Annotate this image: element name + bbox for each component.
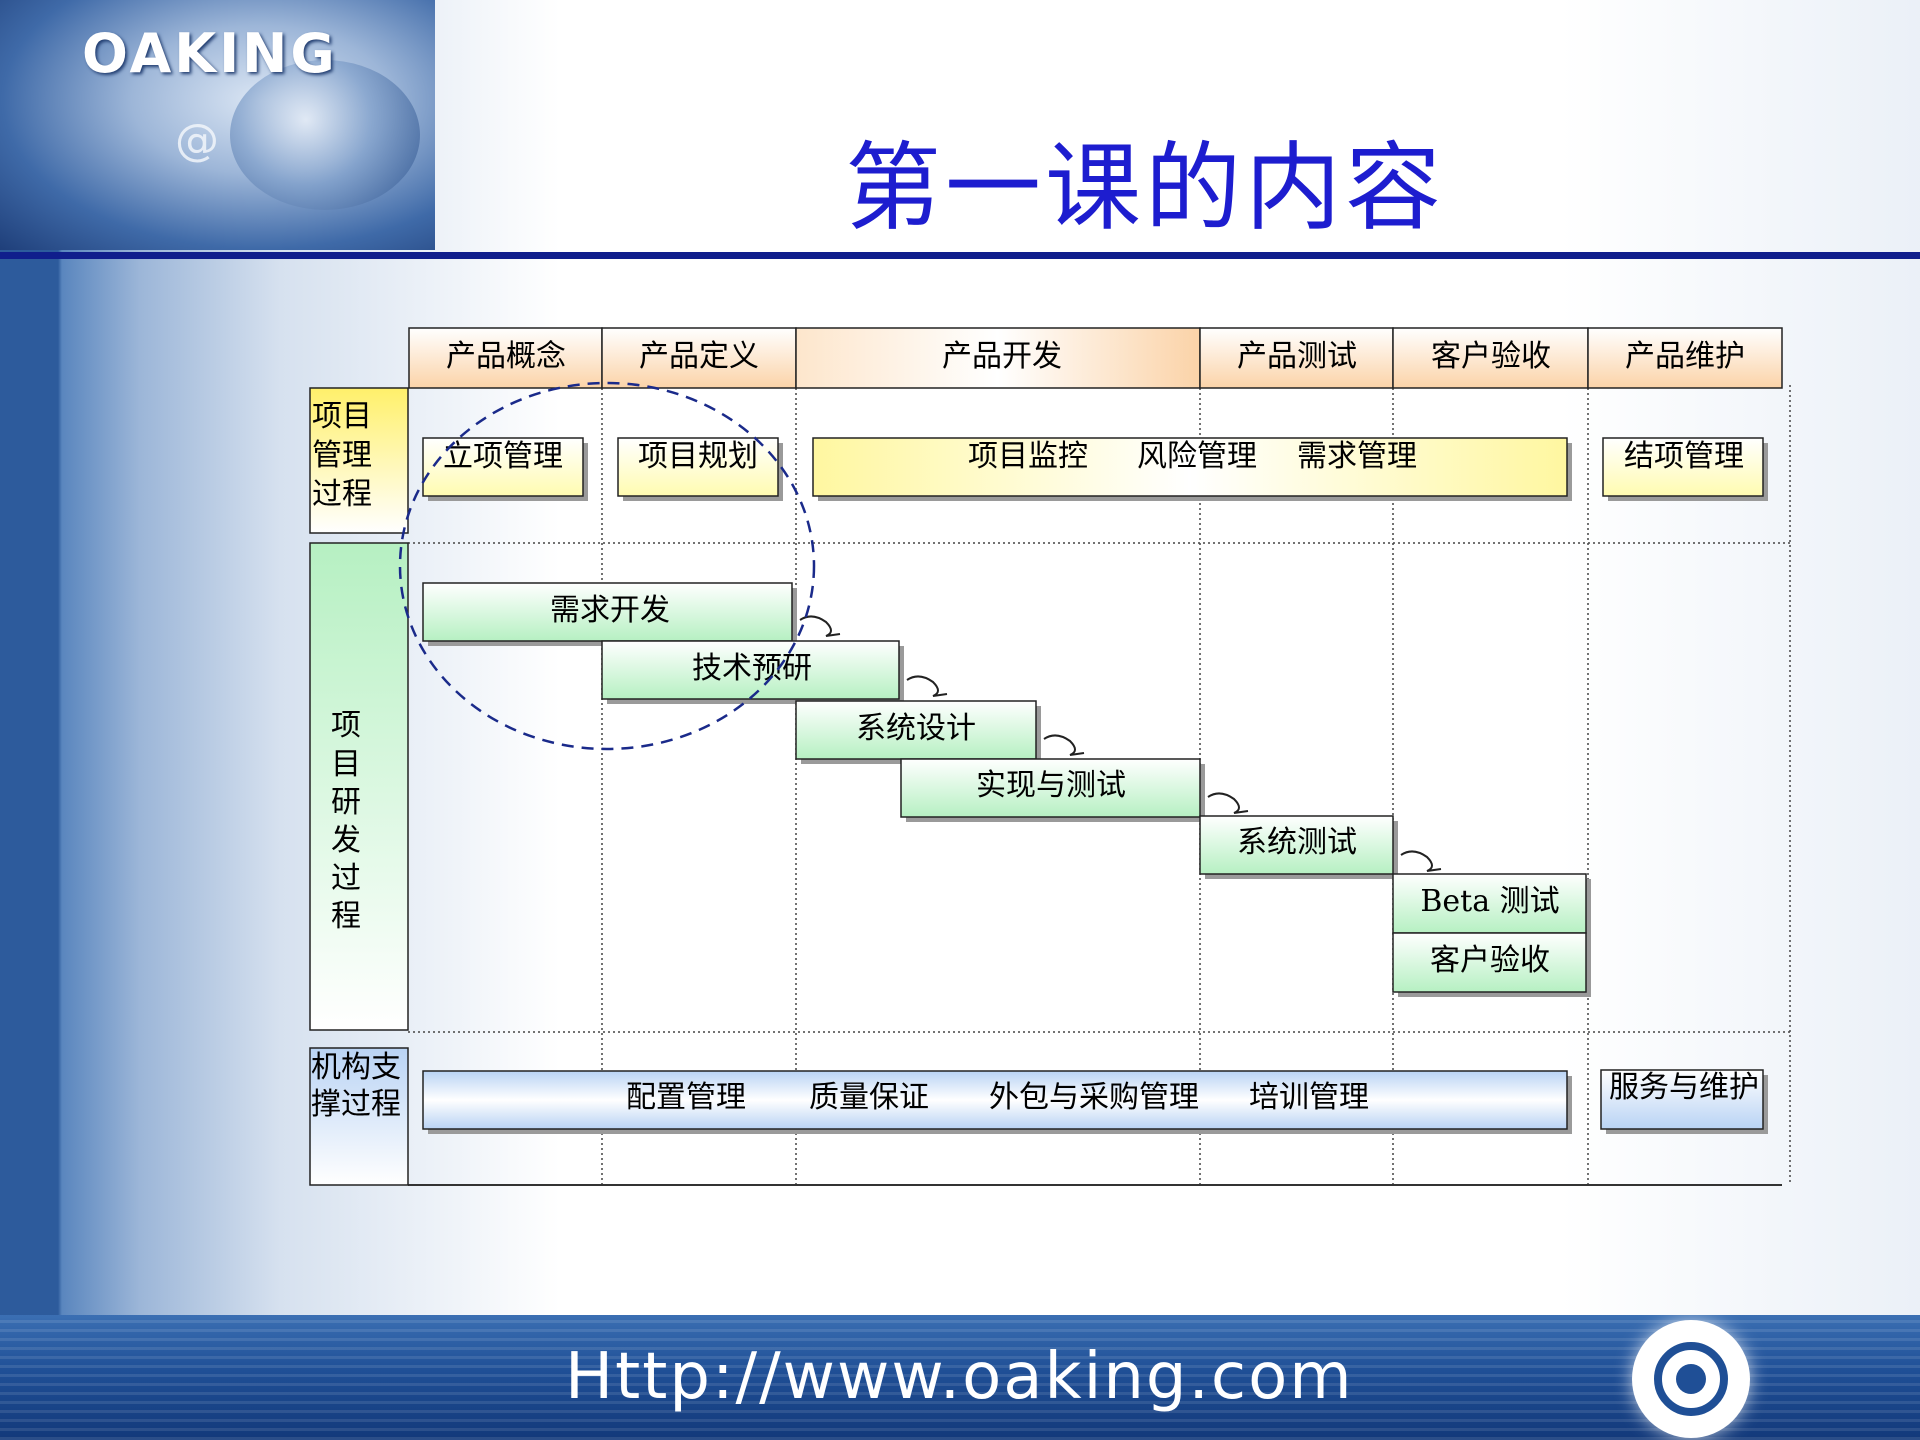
dev-step-system-design: 系统设计 [795, 700, 1041, 764]
phase-label: 产品开发 [942, 339, 1062, 374]
curved-arrow-icon [1400, 850, 1442, 872]
box-label: 系统测试 [1237, 825, 1357, 860]
box-label: Beta 测试 [1420, 884, 1559, 919]
logo-panel: OAKING @ [0, 0, 435, 250]
right-gradient-background [1560, 0, 1920, 1440]
at-ring [1654, 1342, 1728, 1416]
box-body [1199, 815, 1394, 875]
footer-url: Http://www.oaking.com [565, 1340, 1354, 1414]
box-label: 服务与维护 [1609, 1070, 1759, 1105]
org-box-service: 服务与维护 [1600, 1069, 1768, 1134]
row-label-dev: 项 目 研 发 过 程 [309, 542, 409, 1031]
box-label: 质量保证 [809, 1080, 929, 1115]
box-label: 外包与采购管理 [989, 1080, 1199, 1115]
box-label: 客户验收 [1430, 943, 1550, 978]
logo-decoration [230, 60, 420, 210]
phase-cell [1199, 327, 1394, 389]
row-label-line: 程 [331, 899, 361, 934]
slide-title: 第一课的内容 [845, 132, 1445, 244]
row-label-line: 目 [331, 747, 361, 782]
box-label: 风险管理 [1137, 439, 1257, 474]
at-dot [1676, 1364, 1706, 1394]
row-label-pm: 项目 管理 过程 [309, 387, 409, 534]
phase-cell [601, 327, 797, 389]
curved-arrow-icon [906, 675, 948, 697]
dev-row: 需求开发 技术预研 系统设计 实现与测试 系统测试 Beta 测试 客户验 [422, 582, 1591, 997]
row-label-line: 发 [331, 823, 361, 858]
pm-box-initiate: 立项管理 [422, 437, 588, 501]
curved-arrow-icon [799, 615, 841, 637]
curved-arrow-icon [1207, 792, 1249, 814]
row-label-line: 管理 [312, 438, 372, 473]
box-body [900, 758, 1201, 818]
box-label: 系统设计 [856, 711, 976, 746]
box-body [812, 437, 1568, 497]
phase-label: 产品定义 [639, 339, 759, 374]
row-label-line: 项 [331, 708, 361, 743]
dev-step-beta-acceptance: Beta 测试 客户验收 [1392, 873, 1591, 997]
title-rule [0, 252, 1920, 259]
row-label-line: 过 [331, 861, 361, 896]
box-body [1392, 873, 1587, 934]
box-label: 技术预研 [692, 651, 812, 686]
row-label-line: 机构支 [311, 1050, 401, 1085]
step-arrows [799, 615, 1442, 872]
row-label-line: 过程 [312, 477, 372, 512]
footer-band [0, 1315, 1920, 1440]
box-body [422, 582, 793, 642]
phase-label: 客户验收 [1431, 339, 1551, 374]
pm-box-planning: 项目规划 [617, 437, 783, 501]
phase-cell [795, 327, 1201, 389]
box-body [422, 1070, 1568, 1130]
phase-cell [1587, 327, 1783, 389]
pm-row: 立项管理 项目规划 项目监控 风险管理 需求管理 结项管理 [422, 437, 1768, 501]
box-body [617, 437, 779, 497]
box-label: 培训管理 [1249, 1080, 1369, 1115]
footer-at-icon [1632, 1320, 1750, 1438]
box-label: 项目监控 [968, 439, 1088, 474]
box-body [1600, 1069, 1764, 1130]
pm-box-ongoing: 项目监控 风险管理 需求管理 [812, 437, 1572, 501]
org-box-support: 配置管理 质量保证 外包与采购管理 培训管理 [422, 1070, 1572, 1134]
box-body [795, 700, 1037, 760]
box-body [1602, 437, 1764, 497]
row-label-box [309, 542, 409, 1031]
phase-header: 产品概念 产品定义 产品开发 产品测试 客户验收 产品维护 [408, 327, 1783, 389]
box-label: 需求管理 [1297, 439, 1417, 474]
footer-stripes [0, 1315, 1920, 1440]
dev-step-implement-test: 实现与测试 [900, 758, 1205, 822]
phase-cell [408, 327, 603, 389]
dev-step-tech-research: 技术预研 [601, 640, 904, 704]
box-label: 项目规划 [638, 439, 758, 474]
logo-at-icon: @ [175, 115, 219, 166]
grid-lines [408, 385, 1791, 1185]
box-label: 立项管理 [443, 439, 563, 474]
row-label-line: 撑过程 [311, 1087, 401, 1122]
box-body [1392, 932, 1587, 993]
box-label: 配置管理 [626, 1080, 746, 1115]
row-label-box [309, 387, 409, 534]
row-label-line: 研 [331, 785, 361, 820]
row-label-org: 机构支 撑过程 [309, 1047, 409, 1186]
box-label: 实现与测试 [976, 768, 1126, 803]
row-label-box [309, 1047, 409, 1186]
curved-arrow-icon [1043, 734, 1085, 756]
row-label-line: 项目 [312, 399, 372, 434]
phase-label: 产品概念 [446, 339, 566, 374]
dev-step-requirements: 需求开发 [422, 582, 797, 646]
pm-box-closure: 结项管理 [1602, 437, 1768, 501]
box-label: 需求开发 [550, 593, 670, 628]
phase-label: 产品测试 [1237, 339, 1357, 374]
box-label: 结项管理 [1624, 439, 1744, 474]
dev-step-system-test: 系统测试 [1199, 815, 1398, 879]
highlight-circle [398, 381, 816, 751]
logo-text: OAKING [82, 22, 338, 85]
org-row: 配置管理 质量保证 外包与采购管理 培训管理 服务与维护 [422, 1069, 1768, 1134]
phase-label: 产品维护 [1625, 339, 1745, 374]
